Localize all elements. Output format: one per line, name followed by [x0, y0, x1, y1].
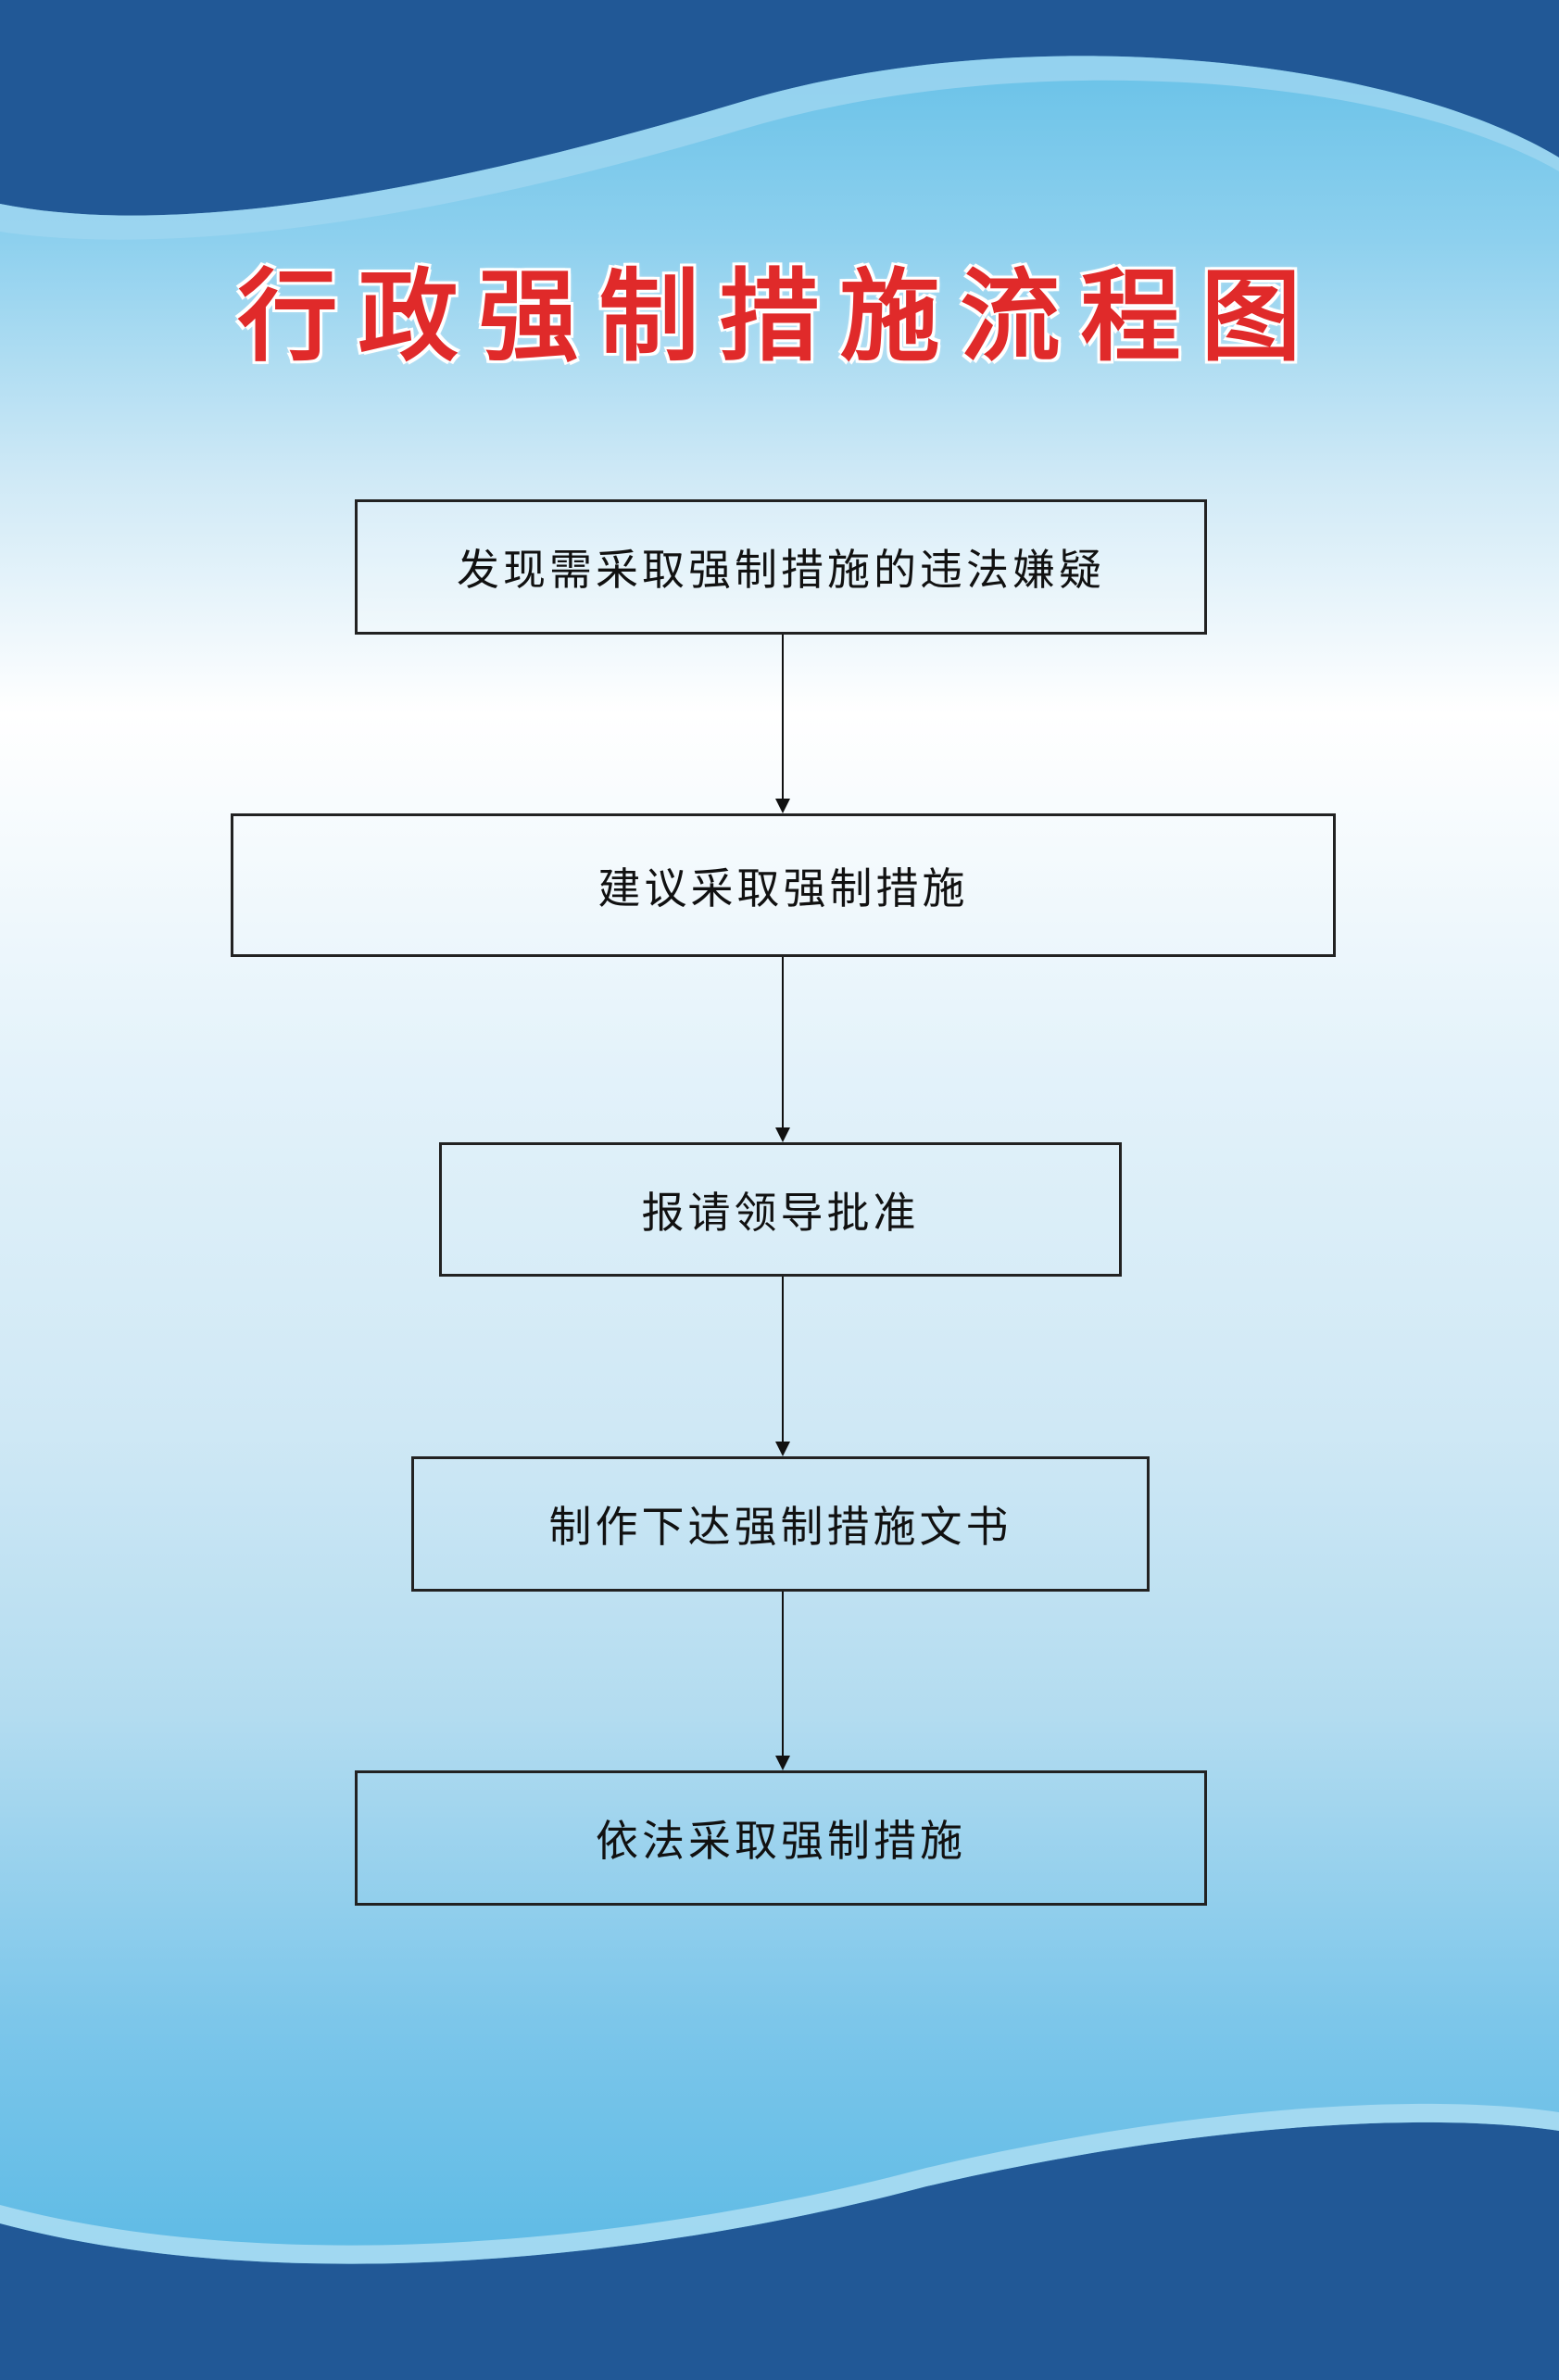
arrow-down-icon	[775, 1442, 790, 1456]
arrow-down-icon	[775, 799, 790, 813]
flow-step-1: 发现需采取强制措施的违法嫌疑	[355, 499, 1207, 635]
arrow-down-icon	[775, 1756, 790, 1770]
step-label: 发现需采取强制措施的违法嫌疑	[457, 545, 1105, 595]
step-label: 依法采取强制措施	[596, 1816, 966, 1866]
page-title: 行政强制措施流程图	[237, 258, 1322, 375]
connector	[782, 1592, 784, 1756]
step-label: 制作下达强制措施文书	[548, 1502, 1012, 1552]
connector	[782, 1277, 784, 1442]
connector	[782, 635, 784, 800]
flow-step-3: 报请领导批准	[439, 1142, 1122, 1277]
flow-step-5: 依法采取强制措施	[355, 1770, 1207, 1906]
step-label: 报请领导批准	[641, 1187, 920, 1238]
flow-step-4: 制作下达强制措施文书	[411, 1456, 1150, 1592]
arrow-down-icon	[775, 1127, 790, 1142]
flow-step-2: 建议采取强制措施	[231, 813, 1336, 957]
step-label: 建议采取强制措施	[597, 863, 969, 913]
connector	[782, 957, 784, 1127]
